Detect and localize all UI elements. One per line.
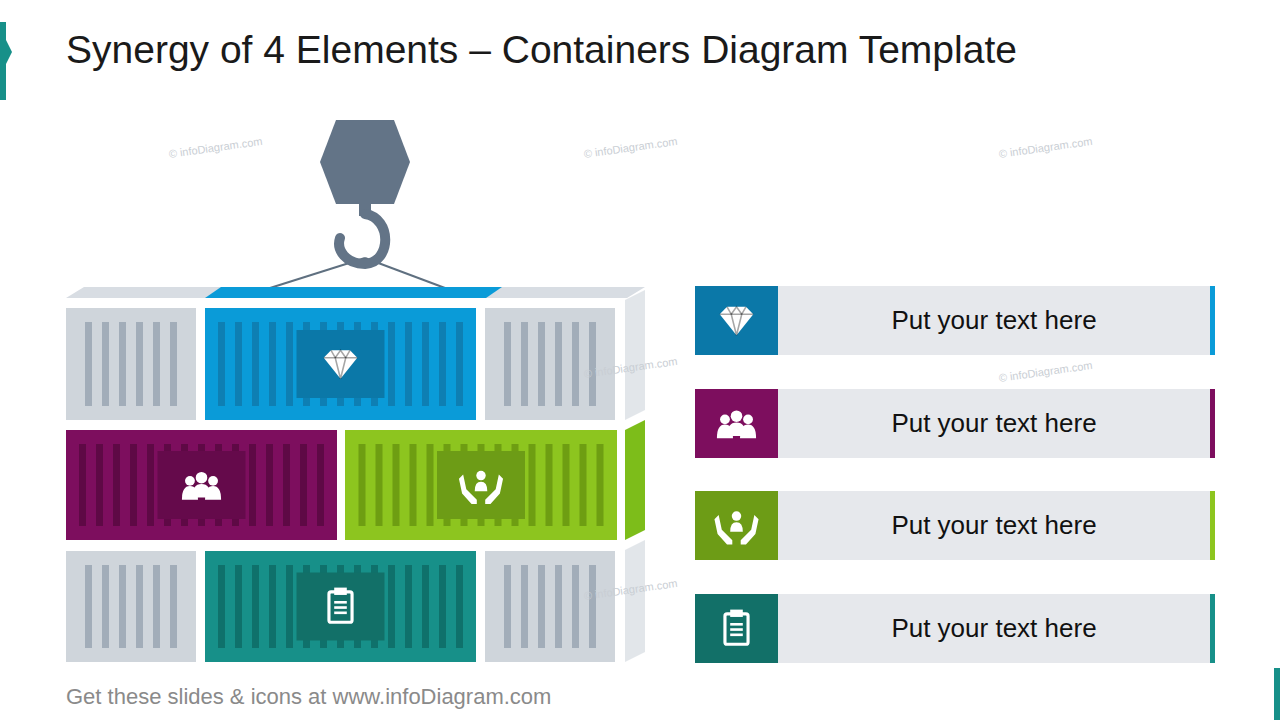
band-text: Put your text here: [891, 305, 1096, 336]
text-band: Put your text here: [778, 389, 1210, 458]
shipping-container: [66, 551, 196, 662]
shipping-container: [485, 308, 615, 420]
shipping-container: [485, 551, 615, 662]
band-text: Put your text here: [891, 613, 1096, 644]
icon-people: [717, 410, 756, 438]
text-band-art: [695, 286, 1215, 355]
icon-hands: [459, 471, 503, 504]
text-band-art: [695, 594, 1215, 663]
icon-people: [182, 472, 221, 500]
container-stack: [66, 287, 645, 662]
text-band: Put your text here: [778, 594, 1210, 663]
icon-hands: [714, 511, 758, 544]
crane-hook: [270, 120, 445, 288]
icon-clipboard: [725, 610, 748, 645]
text-band-art: [695, 491, 1215, 560]
band-text: Put your text here: [891, 510, 1096, 541]
text-band: Put your text here: [778, 286, 1210, 355]
watermark: © infoDiagram.com: [583, 135, 678, 160]
icon-diamond: [324, 350, 358, 378]
shipping-container: [345, 430, 617, 540]
shipping-container: [66, 308, 196, 420]
icon-clipboard: [329, 588, 352, 623]
accent-tip: [6, 40, 12, 64]
watermark: © infoDiagram.com: [998, 135, 1093, 160]
text-band: Put your text here: [778, 491, 1210, 560]
accent-bar: [0, 22, 6, 100]
accent-bar: [1274, 668, 1280, 720]
icon-diamond: [720, 307, 754, 335]
shipping-container: [205, 308, 476, 420]
band-text: Put your text here: [891, 408, 1096, 439]
watermark: © infoDiagram.com: [998, 359, 1093, 384]
watermark: © infoDiagram.com: [168, 135, 263, 160]
shipping-container: [205, 551, 476, 662]
shipping-container: [66, 430, 337, 540]
text-band-art: [695, 389, 1215, 458]
slide-title: Synergy of 4 Elements – Containers Diagr…: [66, 28, 1017, 72]
footer-caption: Get these slides & icons at www.infoDiag…: [66, 684, 551, 710]
